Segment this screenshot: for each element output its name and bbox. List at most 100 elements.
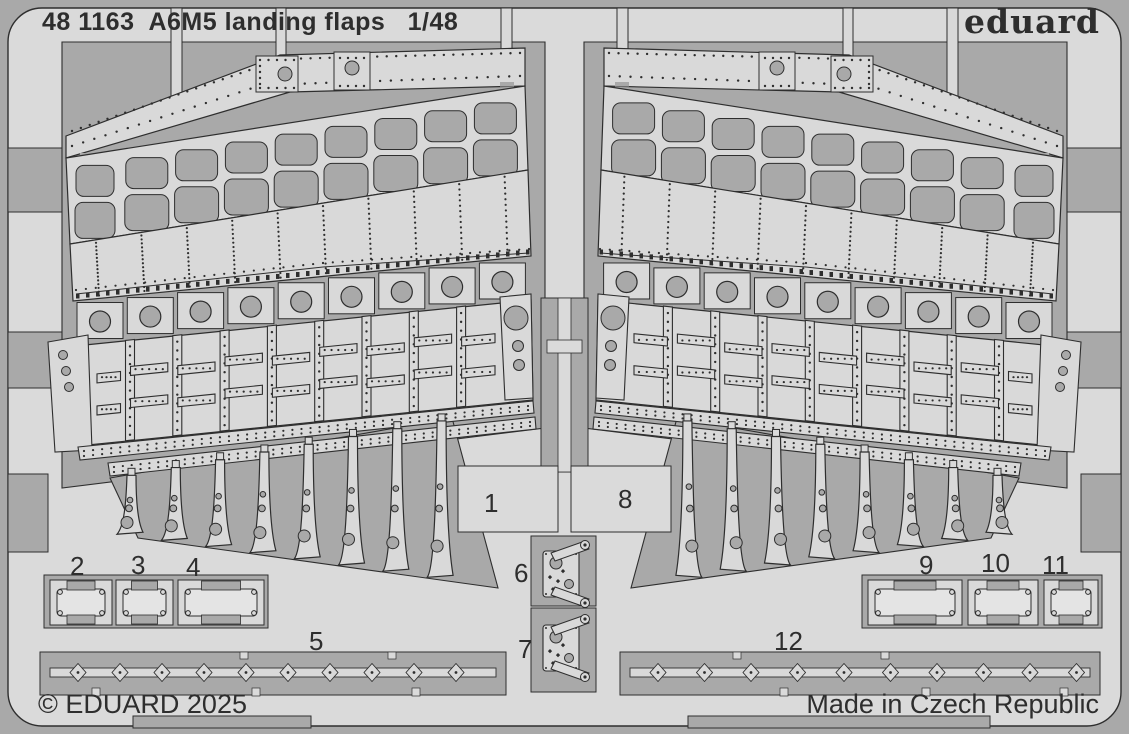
part-5-slit <box>251 687 261 697</box>
part-2-rivet <box>99 610 105 616</box>
rivet-dot <box>486 75 489 79</box>
rivet-dot <box>481 413 484 416</box>
rivet-dot <box>112 470 116 474</box>
rivet-dot <box>95 245 98 248</box>
rivet-dot <box>505 231 508 234</box>
rivet-dot <box>337 380 340 384</box>
rivet-dot <box>168 96 171 99</box>
rivet-dot <box>289 451 293 454</box>
rivet-dot <box>370 380 374 383</box>
rivet-dot <box>233 259 236 262</box>
rivet-dot <box>445 413 448 416</box>
rivet-dot <box>212 81 216 84</box>
part-6-mark <box>547 575 553 580</box>
rivet-dot <box>277 239 280 243</box>
rivet-dot <box>258 70 262 74</box>
end-panel-hole <box>64 382 74 392</box>
rivet-dot <box>418 339 421 342</box>
part-7-arm-pin <box>583 617 587 621</box>
rivet-dot <box>505 214 508 218</box>
rivet-dot <box>183 463 186 466</box>
part-12-slit <box>921 687 931 697</box>
rivet-dot <box>278 253 281 256</box>
serration-tick <box>436 258 440 264</box>
rivet-dot <box>391 348 394 351</box>
rivet-dot <box>433 53 436 57</box>
rivet-dot <box>415 257 418 261</box>
part-11-rivet <box>1085 610 1091 616</box>
rivet-dot <box>415 247 418 250</box>
rivet-dot <box>155 442 158 445</box>
part-2-center <box>56 588 106 617</box>
rivet-dot <box>93 137 96 141</box>
rivet-dot <box>380 257 383 261</box>
hinge-circle-hole <box>441 275 464 299</box>
rivet-dot <box>318 334 321 338</box>
rivet-dot <box>176 349 179 352</box>
rivet-dot <box>255 432 258 435</box>
rivet-dot <box>97 286 100 290</box>
part-5-node-dot <box>160 671 164 674</box>
rivet-dot <box>488 338 492 341</box>
rivet-dot <box>275 86 279 90</box>
rivet-dot <box>398 348 401 351</box>
rib-hole <box>436 483 444 490</box>
serration-tick <box>116 289 120 295</box>
rivet-dot <box>121 464 124 468</box>
rivet-dot <box>508 249 511 252</box>
rivet-dot <box>74 288 78 292</box>
rivet-dot <box>141 105 145 108</box>
part-10-slot <box>986 614 1020 625</box>
hinge-circle-hole <box>340 285 363 308</box>
rivet-dot <box>460 231 463 234</box>
hinge-circle-hole <box>239 295 262 318</box>
rivet-dot <box>96 271 99 274</box>
rivet-dot <box>208 367 212 370</box>
rivet-dot <box>330 380 333 384</box>
rivet-dot <box>155 447 158 450</box>
part-9-rivet <box>875 610 881 616</box>
part-10-rivet <box>1025 589 1031 595</box>
rivet-dot <box>518 74 522 78</box>
rivet-dot <box>323 233 326 236</box>
rivet-dot <box>302 264 305 267</box>
rivet-dot <box>104 134 107 137</box>
rivet-dot <box>324 252 327 256</box>
rivet-dot <box>273 430 276 433</box>
rivet-dot <box>458 199 461 202</box>
serration-tick <box>526 249 530 255</box>
label-box-1 <box>457 465 559 533</box>
rivet-dot <box>210 455 213 458</box>
rivet-dot <box>154 400 158 403</box>
rivet-dot <box>502 427 505 431</box>
serration-tick <box>166 284 170 290</box>
rivet-dot <box>413 211 416 214</box>
rivet-dot <box>490 52 493 55</box>
rivet-dot <box>427 415 430 418</box>
hinge-circle-hole <box>491 270 514 294</box>
serration-tick <box>76 293 80 299</box>
part-label-8: 8 <box>618 484 633 514</box>
rivet-dot <box>270 410 274 413</box>
rivet-dot <box>95 256 98 259</box>
serration-tick <box>96 291 100 297</box>
rivet-dot <box>431 431 434 434</box>
rivet-dot <box>159 99 162 102</box>
part-7-mark <box>555 653 561 658</box>
rivet-dot <box>258 76 262 80</box>
serration-tick <box>506 251 510 257</box>
lightening-opening <box>472 139 518 177</box>
rivet-dot <box>413 433 417 436</box>
rivet-dot <box>209 441 212 444</box>
rivet-dot <box>336 424 339 427</box>
serration-tick <box>516 250 520 256</box>
rivet-dot <box>282 429 285 432</box>
rivet-dot <box>141 262 144 265</box>
rivet-dot <box>463 415 466 418</box>
rivet-dot <box>475 426 478 429</box>
rivet-dot <box>245 451 248 454</box>
lightening-opening <box>273 170 319 208</box>
rivet-dot <box>369 242 372 245</box>
rivet-dot <box>389 79 393 82</box>
rivet-dot <box>511 426 514 430</box>
